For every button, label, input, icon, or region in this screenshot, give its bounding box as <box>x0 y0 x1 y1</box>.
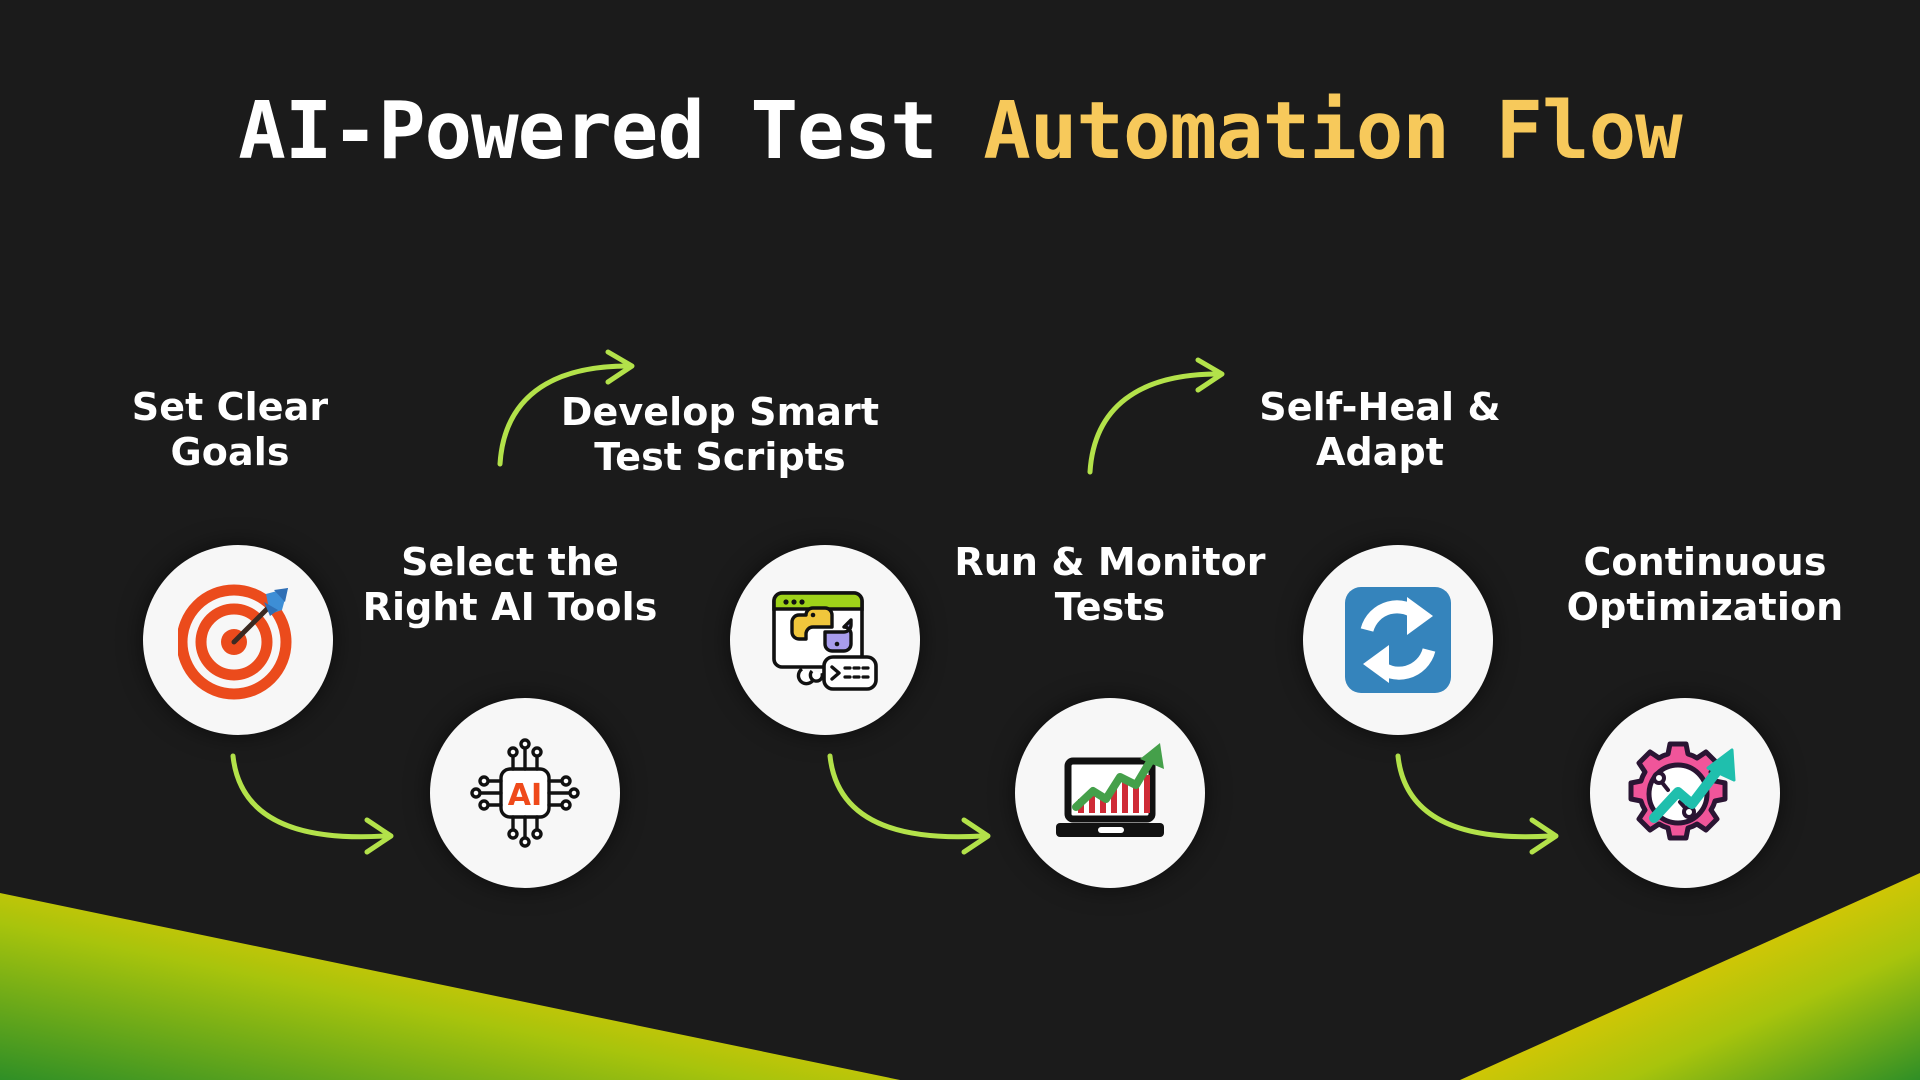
step-label-develop-smart-test-scripts: Develop Smart Test Scripts <box>560 390 880 479</box>
step-icon-bubble-self-heal-and-adapt[interactable] <box>1303 545 1493 735</box>
step-icon-bubble-select-the-right-ai-tools[interactable]: AI <box>430 698 620 888</box>
connector-arrow-4 <box>1082 357 1232 475</box>
bottom-right-wedge-decoration <box>1460 865 1920 1080</box>
step-icon-bubble-continuous-optimization[interactable] <box>1590 698 1780 888</box>
page-title-white-part: AI-Powered Test <box>238 85 984 177</box>
connector-arrow-1 <box>225 748 405 858</box>
page-title: AI-Powered Test Automation Flow <box>0 92 1920 171</box>
step-icon-bubble-develop-smart-test-scripts[interactable] <box>730 545 920 735</box>
step-label-select-the-right-ai-tools: Select the Right AI Tools <box>362 540 658 629</box>
target-dartboard-icon <box>178 584 292 700</box>
page-title-yellow-part: Automation Flow <box>983 85 1682 177</box>
laptop-growth-chart-icon <box>1056 743 1164 837</box>
step-label-continuous-optimization: Continuous Optimization <box>1566 540 1844 629</box>
connector-arrow-3 <box>822 748 1002 858</box>
step-icon-bubble-run-and-monitor-tests[interactable] <box>1015 698 1205 888</box>
python-code-window-icon <box>772 591 878 691</box>
gear-trend-arrow-icon <box>1628 741 1736 841</box>
refresh-sync-icon <box>1345 587 1451 693</box>
step-label-run-and-monitor-tests: Run & Monitor Tests <box>954 540 1266 629</box>
connector-arrow-2 <box>492 349 642 467</box>
ai-chip-icon: AI <box>470 738 580 848</box>
svg-text:AI: AI <box>508 778 542 813</box>
step-label-self-heal-and-adapt: Self-Heal & Adapt <box>1259 385 1501 474</box>
bottom-left-wedge-decoration <box>0 865 900 1080</box>
connector-arrow-5 <box>1390 748 1570 858</box>
step-label-set-clear-goals: Set Clear Goals <box>131 385 329 474</box>
step-icon-bubble-set-clear-goals[interactable] <box>143 545 333 735</box>
